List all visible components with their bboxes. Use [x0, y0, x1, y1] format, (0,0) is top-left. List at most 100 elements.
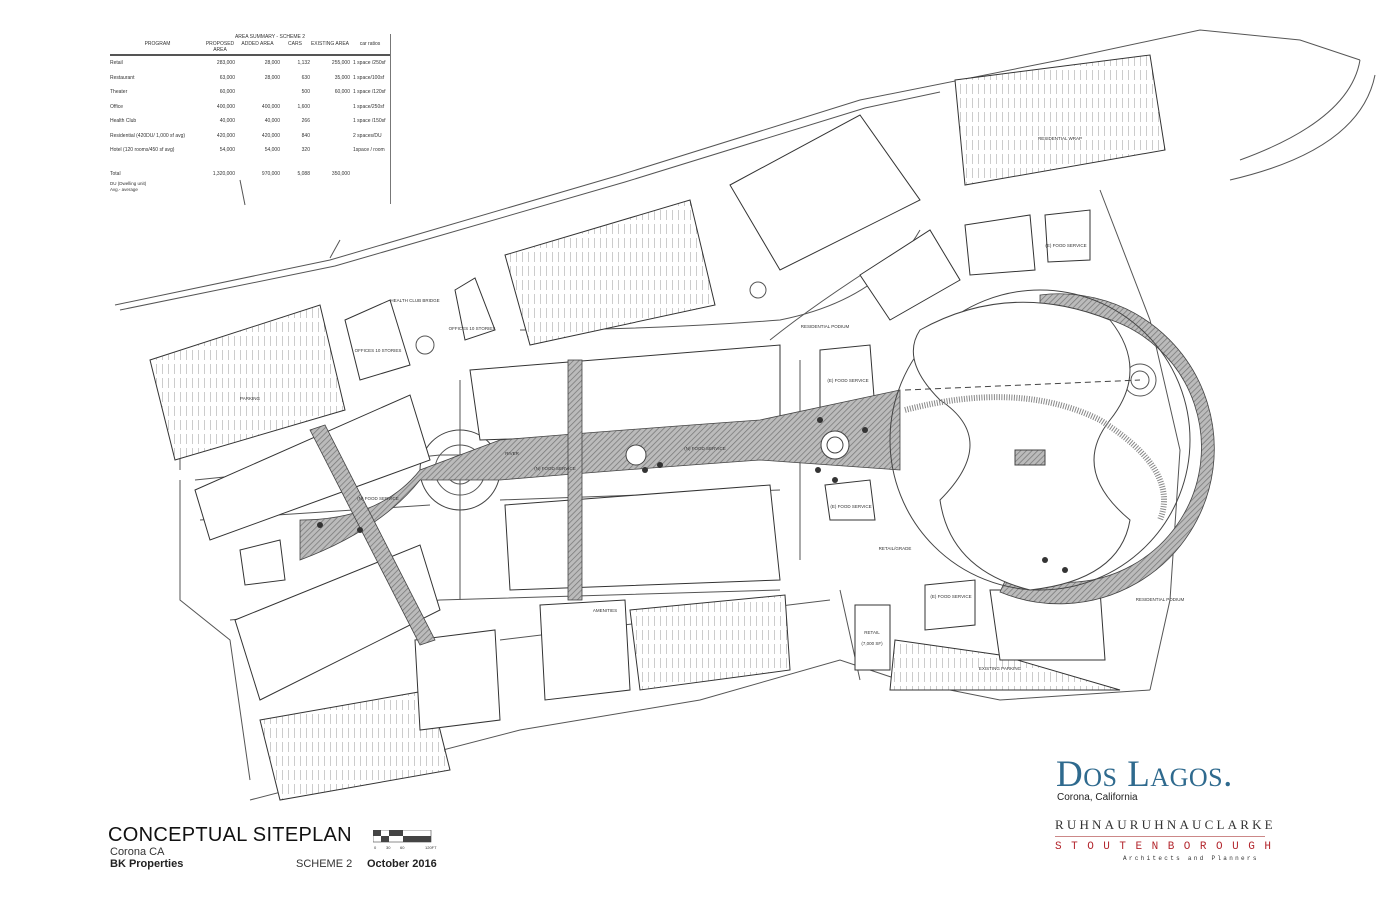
food-service-building — [924, 579, 976, 631]
cell: Office — [110, 103, 123, 110]
table-row: Residential (420DU/ 1,000 sf avg) 420,000… — [110, 129, 390, 144]
cell: 54,000 — [219, 147, 235, 154]
dos-lagos-logo: Dos Lagos. — [1056, 754, 1233, 795]
label-food-service-new: (N) FOOD SERVICE — [534, 466, 575, 471]
cell: 1 space /250sf — [353, 60, 386, 67]
table-title: AREA SUMMARY - SCHEME 2 — [234, 34, 306, 40]
table-row: Office 400,000 400,000 1,600 1 space/250sf — [110, 100, 390, 115]
label-existing-parking: EXISTING PARKING — [979, 666, 1022, 671]
lake-promenade — [999, 293, 1215, 605]
col-car-ratios: car ratios — [359, 41, 381, 47]
label-parking: PARKING — [240, 396, 260, 401]
scheme: SCHEME 2 — [296, 858, 353, 870]
label-food-service: (E) FOOD SERVICE — [827, 378, 868, 383]
scale-label: 30 — [386, 845, 391, 850]
scale-bar — [373, 830, 432, 843]
divider — [1055, 836, 1265, 837]
col-added-area: ADDED AREA — [241, 41, 274, 47]
cell: 420,000 — [261, 132, 280, 139]
scale-label: 0 — [374, 845, 377, 850]
promenade — [299, 389, 901, 561]
table-note: Avg.- average — [110, 187, 138, 192]
cell: Hotel (120 rooms/450 sf avg) — [110, 147, 175, 154]
label-food-service: (E) FOOD SERVICE — [830, 504, 871, 509]
cell: 1 space/100sf — [353, 74, 385, 81]
cell: 350,000 — [331, 170, 350, 177]
cell: Residential (420DU/ 1,000 sf avg) — [110, 132, 186, 139]
parking-structure-sw — [259, 689, 451, 801]
cell: 400,000 — [261, 103, 280, 110]
building — [504, 484, 781, 591]
cell: 1,132 — [297, 60, 310, 67]
cell: 28,000 — [264, 60, 280, 67]
residential-wrap-sw — [414, 629, 501, 731]
col-existing-area: EXISTING AREA — [310, 41, 350, 47]
col-program: PROGRAM — [144, 41, 171, 47]
parking-structure-west — [149, 304, 346, 461]
cell: 28,000 — [264, 74, 280, 81]
walkway-north-south — [567, 359, 583, 601]
table-header: PROGRAM PROPOSED AREA ADDED AREA CARS EX… — [110, 41, 390, 56]
parking-structure-north — [504, 199, 716, 346]
label-food-service: (E) FOOD SERVICE — [930, 594, 971, 599]
cell: 1 space /120sf — [353, 89, 386, 96]
cell: 60,000 — [219, 89, 235, 96]
cell: 1,600 — [297, 103, 310, 110]
scale-label: 60 — [400, 845, 405, 850]
cell: 420,000 — [216, 132, 235, 139]
firm-subtitle: Architects and Planners — [1123, 855, 1259, 862]
cell: 255,000 — [331, 60, 350, 67]
label-food-service-new: (N) FOOD SERVICE — [357, 496, 398, 501]
cell: Restaurant — [110, 74, 135, 81]
cell: 2 spaces/DU — [353, 132, 382, 139]
label-health-club: HEALTH CLUB BRIDGE — [390, 298, 439, 303]
label-amenities: AMENITIES — [593, 608, 617, 613]
drawing-title: CONCEPTUAL SITEPLAN — [108, 824, 352, 846]
cell: 500 — [301, 89, 310, 96]
lake-ring — [889, 289, 1191, 591]
cell: 63,000 — [219, 74, 235, 81]
cell: 40,000 — [264, 118, 280, 125]
food-service-building — [824, 479, 876, 521]
cell: 320 — [301, 147, 310, 154]
label-offices: OFFICES 10 STORIES — [355, 348, 402, 353]
label-residential-podium: RESIDENTIAL PODIUM — [1136, 597, 1185, 602]
scale-label: 120FT — [425, 845, 437, 850]
label-offices: OFFICES 10 STORIES — [449, 326, 496, 331]
building — [729, 114, 921, 271]
cell: 60,000 — [334, 89, 350, 96]
cell: 1space / room — [353, 147, 385, 154]
building — [194, 394, 431, 541]
label-food-service-new: (N) FOOD SERVICE — [684, 446, 725, 451]
logo-subtitle: Corona, California — [1057, 792, 1138, 803]
building — [344, 299, 411, 381]
cell: Theater — [110, 89, 128, 96]
building — [964, 214, 1036, 276]
parking-structure-ne — [954, 54, 1166, 186]
label-retail-area: (7,000 SF) — [861, 641, 883, 646]
cell: 1 space/250sf — [353, 103, 385, 110]
cell: 40,000 — [219, 118, 235, 125]
firm-ruhnau-clarke: RUHNAURUHNAUCLARKE — [1055, 817, 1276, 832]
cell: 35,000 — [334, 74, 350, 81]
building — [454, 277, 496, 341]
apple-store — [239, 539, 286, 586]
label-residential-podium: RESIDENTIAL PODIUM — [801, 324, 850, 329]
col-proposed-area: PROPOSED AREA — [205, 41, 235, 53]
label-residential-wrap: RESIDENTIAL WRAP — [1038, 136, 1082, 141]
existing-parking — [889, 639, 1121, 691]
area-summary-table: AREA SUMMARY - SCHEME 2 PROGRAM PROPOSED… — [110, 34, 390, 193]
client: BK Properties — [110, 858, 184, 870]
table-note: DU (Dwelling unit) — [110, 181, 147, 186]
cell: 400,000 — [216, 103, 235, 110]
retail-building — [854, 604, 891, 671]
cell: 1 space /150sf — [353, 118, 386, 125]
label-retail: RETAIL — [864, 630, 880, 635]
cell: 266 — [301, 118, 310, 125]
table-border — [390, 34, 391, 204]
